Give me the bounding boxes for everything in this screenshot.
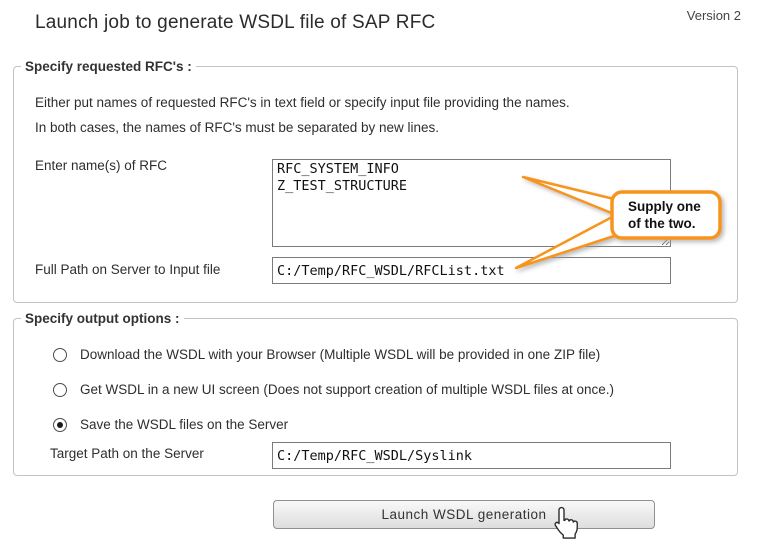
output-section-box xyxy=(13,318,738,476)
radio-new-ui-screen[interactable] xyxy=(53,383,67,397)
target-path-label: Target Path on the Server xyxy=(50,446,204,461)
radio-label[interactable]: Save the WSDL files on the Server xyxy=(80,417,289,432)
input-file-path-field[interactable] xyxy=(272,257,671,284)
radio-label[interactable]: Get WSDL in a new UI screen (Does not su… xyxy=(80,382,614,397)
target-path-field[interactable] xyxy=(272,442,671,469)
rfc-section-legend: Specify requested RFC's : xyxy=(21,59,196,74)
output-section-legend: Specify output options : xyxy=(21,311,184,326)
instruction-line-1: Either put names of requested RFC's in t… xyxy=(35,95,570,110)
input-file-path-label: Full Path on Server to Input file xyxy=(35,262,221,277)
rfc-names-textarea[interactable]: RFC_SYSTEM_INFO Z_TEST_STRUCTURE xyxy=(272,159,671,247)
rfc-names-label: Enter name(s) of RFC xyxy=(35,158,168,173)
page-title: Launch job to generate WSDL file of SAP … xyxy=(35,12,436,33)
radio-save-on-server[interactable] xyxy=(53,418,67,432)
version-label: Version 2 xyxy=(686,8,741,23)
radio-label[interactable]: Download the WSDL with your Browser (Mul… xyxy=(80,347,601,362)
instruction-line-2: In both cases, the names of RFC's must b… xyxy=(35,120,440,135)
rfc-section-box xyxy=(13,66,738,303)
radio-download-browser[interactable] xyxy=(53,348,67,362)
launch-wsdl-generation-button[interactable]: Launch WSDL generation xyxy=(273,500,655,529)
